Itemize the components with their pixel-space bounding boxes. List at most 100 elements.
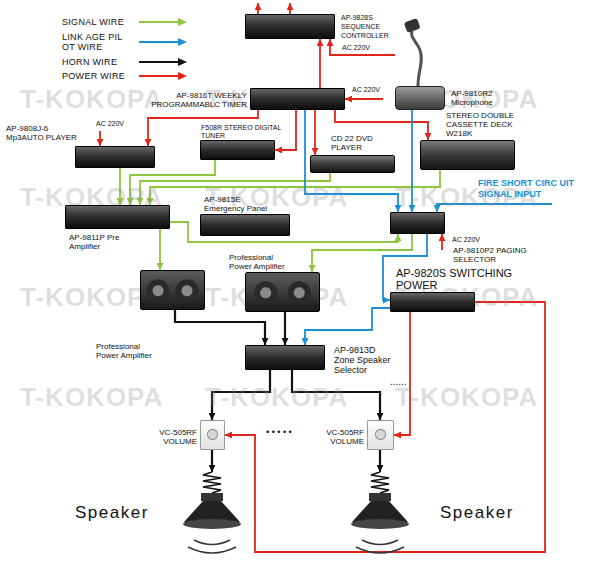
label-holder: AC 220V: [342, 44, 382, 52]
device-label: VC-505RF VOLUME: [155, 428, 197, 446]
wire: [211, 450, 213, 472]
speaker-spring: [371, 472, 389, 493]
switching-power: AP-9820S SWITCHING POWER: [390, 292, 475, 312]
label-holder: Speaker: [75, 503, 170, 523]
legend-label: LINK AGE PIL OT WIRE: [62, 32, 124, 52]
speaker-spring: [203, 472, 221, 493]
wire: [312, 234, 412, 272]
volume-control: VC-505RF VOLUME: [200, 420, 225, 450]
label-holder: AP-9810P2 PAGING SELECTOR: [453, 246, 543, 264]
label-holder: Professional Power Amplifier: [96, 342, 158, 360]
label-holder: F508R STEREO DIGITAL TUNER: [201, 124, 289, 140]
sequence-controller: AP-9828S SEQUENCE CONTROLLER: [245, 14, 335, 39]
legend-entry: POWER WIRE: [62, 71, 134, 81]
legend-swatch: [138, 57, 188, 67]
watermark: T-KOKOPA: [205, 382, 375, 412]
label-holder: T-KOKOPA: [205, 382, 375, 412]
swatch-line: [139, 61, 180, 63]
dvd-player: CD 22 DVD PLAYER: [310, 155, 395, 173]
device-label: STEREO DOUBLE CASSETTE DECK W218K: [446, 111, 520, 138]
label-holder: AP-9815E Emergency Panel: [204, 195, 270, 213]
label-holder: FIRE SHORT CIRC UIT SIGNAL INPUT: [478, 178, 574, 200]
signal-input-note: FIRE SHORT CIRC UIT SIGNAL INPUT: [478, 178, 574, 200]
swatch-line: [139, 21, 180, 23]
device-label: Speaker: [75, 503, 170, 523]
label-holder: AP-9811P Pre Amplifier: [69, 233, 121, 251]
sound-wave: [188, 547, 236, 553]
speaker-rim: [351, 519, 409, 529]
legend-entry: SIGNAL WIRE: [62, 17, 134, 27]
pre-amplifier: AP-9811P Pre Amplifier: [65, 205, 170, 229]
device-label: AP-9815E Emergency Panel: [204, 195, 270, 213]
label-holder: AC 220V: [96, 120, 136, 128]
paging-selector: AP-9810P2 PAGING SELECTOR: [390, 212, 445, 234]
device-label: AP-9810P2 PAGING SELECTOR: [453, 246, 543, 264]
device-label: F508R STEREO DIGITAL TUNER: [201, 124, 289, 140]
watermark: T-KOKOPA: [395, 382, 565, 412]
legend-swatch: [138, 37, 188, 47]
label-holder: CD 22 DVD PLAYER: [331, 134, 386, 152]
continuation-dots: ......: [390, 376, 420, 387]
label-holder: AP-9828S SEQUENCE CONTROLLER: [341, 13, 399, 40]
sound-wave: [362, 540, 398, 545]
device-label: AP-9808J-6 Mp3AUTO PLAYER: [6, 124, 88, 142]
wire: [225, 302, 545, 552]
label-holder: AP-9820S SWITCHING POWER: [396, 267, 514, 291]
wire: [379, 450, 381, 472]
swatch-head: [178, 72, 187, 80]
cassette-deck: STEREO DOUBLE CASSETTE DECK W218K: [420, 140, 515, 170]
swatch-line: [139, 75, 180, 77]
label-holder: Professional Power Amplifier: [229, 253, 291, 271]
legend-entry: HORN WIRE: [62, 57, 134, 67]
zone-selector: AP-9813D Zone Speaker Selector: [245, 345, 325, 370]
power-input-label: AC 220V: [352, 86, 392, 94]
mp3-player: AP-9808J-6 Mp3AUTO PLAYER: [75, 146, 155, 168]
wire: [319, 39, 321, 88]
speaker-magnet: [369, 493, 391, 501]
device-label: VC-505RF VOLUME: [322, 428, 364, 446]
wire: [305, 308, 390, 345]
wire: [394, 312, 410, 435]
volume-control: VC-505RF VOLUME: [367, 420, 394, 450]
label-holder: T-KOKOPA: [395, 382, 565, 412]
label-holder: AC 220V: [352, 86, 392, 94]
label-holder: • • • • •: [266, 427, 300, 437]
device-label: AP-9810R2 Microphone: [451, 89, 503, 107]
device-label: AP-9828S SEQUENCE CONTROLLER: [341, 13, 399, 40]
swatch-head: [178, 38, 187, 46]
swatch-head: [178, 58, 187, 66]
sound-wave: [356, 547, 404, 553]
power-input-wire: [345, 98, 383, 100]
wire: [284, 312, 286, 345]
label-holder: T-KOKOPA: [20, 84, 190, 114]
sound-wave: [194, 540, 230, 545]
legend-entry: LINK AGE PIL OT WIRE: [62, 32, 124, 52]
device-label: Speaker: [440, 503, 535, 523]
power-input-wire: [330, 39, 395, 55]
emergency-panel: AP-9815E Emergency Panel: [200, 214, 290, 236]
device-label: Professional Power Amplifier: [96, 342, 158, 360]
legend-swatch: [138, 17, 188, 27]
wire: [159, 229, 161, 270]
power-amplifier: Professional Power Amplifier: [140, 270, 205, 310]
label-holder: AP-9810R2 Microphone: [451, 89, 503, 107]
microphone-head: [404, 18, 421, 33]
microphone-gooseneck: [412, 31, 422, 86]
timer-unit: AP-9816T WEEKLY PROGRAMMABLC TIMER: [250, 88, 345, 110]
power-output-wire: [257, 3, 259, 14]
label-holder: STEREO DOUBLE CASSETTE DECK W218K: [446, 111, 520, 138]
label-holder: ......: [390, 376, 420, 387]
power-output-wire: [289, 3, 291, 14]
label-holder: AP-9816T WEEKLY PROGRAMMABLC TIMER: [145, 91, 247, 109]
watermark: T-KOKOPA: [20, 382, 190, 412]
legend-label: SIGNAL WIRE: [62, 17, 134, 27]
speaker-unit: Speaker: [350, 472, 410, 534]
label-holder: Speaker: [440, 503, 535, 523]
swatch-head: [178, 18, 187, 26]
power-input-label: AC 220V: [96, 120, 136, 128]
speaker-cone: [184, 501, 240, 522]
device-label: CD 22 DVD PLAYER: [331, 134, 386, 152]
